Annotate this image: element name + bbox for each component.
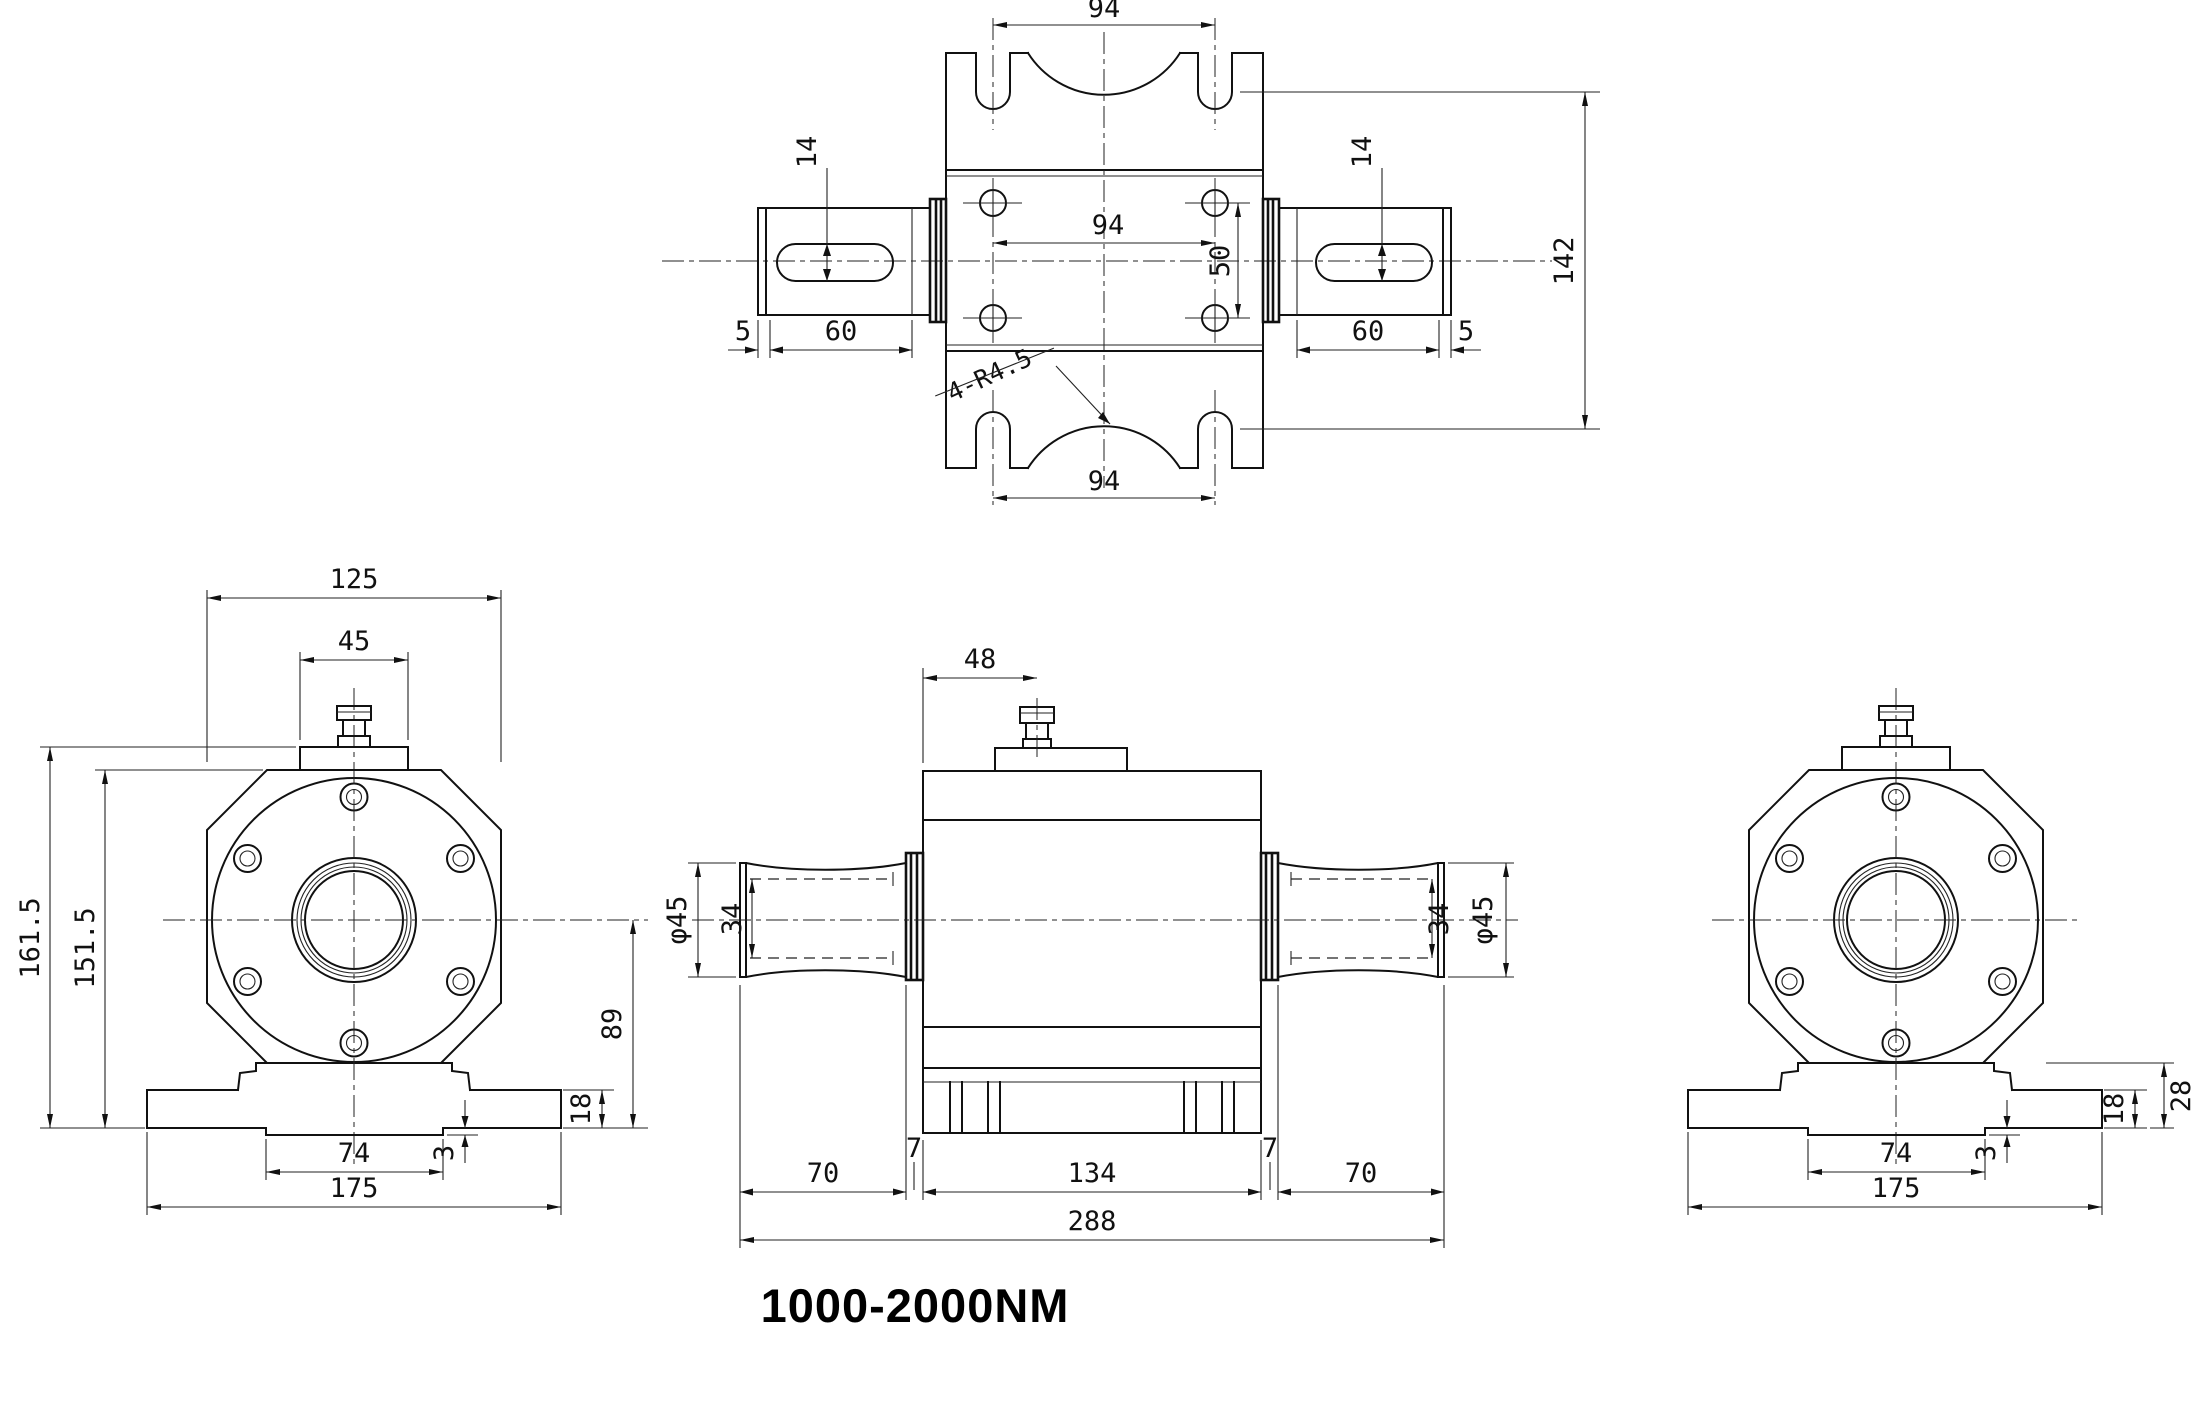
- top-view: 94 94 50 142 14 14 5 60: [662, 0, 1600, 505]
- connector-left-view: [299, 705, 409, 771]
- dim-base-width-left: 175: [330, 1173, 379, 1204]
- dim-base-width-right: 175: [1872, 1173, 1921, 1204]
- dim-height-body: 151.5: [70, 907, 101, 988]
- dim-pad-width-right: 74: [1880, 1138, 1913, 1169]
- dim-base-thickness-left: 18: [566, 1093, 597, 1126]
- collar-right: [1261, 197, 1281, 324]
- dim-height-total: 161.5: [15, 897, 46, 978]
- dim-collar-left: 7: [906, 1133, 922, 1164]
- collar-left: [928, 197, 948, 324]
- radius-note: 4-R4.5: [935, 343, 1111, 425]
- dim-base-thickness-right: 18: [2099, 1093, 2130, 1126]
- dim-total-length: 288: [1068, 1206, 1117, 1237]
- right-shaft-top: [1261, 197, 1452, 324]
- dim-body-length: 134: [1068, 1158, 1117, 1189]
- keyway-left: [776, 243, 894, 282]
- left-side-view: 125 45 161.5 151.5 89 18 74 3: [15, 564, 648, 1215]
- base-plate-right: [1687, 1089, 2103, 1129]
- dim-key-width-right: 14: [1347, 136, 1378, 169]
- dim-shaft-len-right: 70: [1345, 1158, 1378, 1189]
- dim-key-depth-left: 34: [717, 903, 748, 936]
- front-view: 48 φ45 34 34 φ45 70 7 134: [662, 644, 1518, 1248]
- base-pad: [265, 1127, 444, 1136]
- left-shaft-front: [739, 861, 908, 979]
- bolt-holes-right: [1775, 782, 2017, 1058]
- dim-pad-depth-left: 3: [429, 1145, 460, 1161]
- dim-shaft-dia-right: φ45: [1468, 896, 1499, 945]
- dim-key-depth-right: 34: [1424, 903, 1455, 936]
- dim-collar-right: 7: [1262, 1133, 1278, 1164]
- dim-slot-spacing-bottom: 94: [1088, 466, 1121, 497]
- dim-key-length-left: 60: [825, 316, 858, 347]
- keyway-right: [1315, 243, 1433, 282]
- dim-hole-spacing-h: 94: [1092, 210, 1125, 241]
- right-side-view: 18 28 74 3 175: [1687, 688, 2197, 1215]
- dim-pad-width-left: 74: [338, 1138, 371, 1169]
- collar-right-front: [1259, 851, 1280, 982]
- dim-body-depth: 142: [1549, 237, 1580, 286]
- dim-body-width: 125: [330, 564, 379, 595]
- dim-slot-spacing-top: 94: [1088, 0, 1121, 24]
- base-pad-right: [1807, 1127, 1986, 1136]
- connector-front-view: [994, 698, 1128, 772]
- dim-foot-height: 28: [2166, 1080, 2197, 1113]
- connector-right-view: [1841, 705, 1951, 771]
- dim-end-step-right: 5: [1458, 316, 1474, 347]
- base-plate: [146, 1089, 562, 1129]
- foot-slots: [949, 1081, 1235, 1134]
- dim-connector-offset: 48: [964, 644, 997, 675]
- dim-key-width-left: 14: [792, 136, 823, 169]
- dim-center-height: 89: [597, 1008, 628, 1041]
- dim-shaft-dia-left: φ45: [662, 896, 693, 945]
- left-shaft-top: [757, 197, 948, 324]
- svg-text:4-R4.5: 4-R4.5: [942, 343, 1036, 407]
- dim-key-length-right: 60: [1352, 316, 1385, 347]
- dim-end-step-left: 5: [735, 316, 751, 347]
- dim-hole-spacing-v: 50: [1205, 245, 1236, 278]
- drawing-title: 1000-2000NM: [761, 1279, 1070, 1332]
- collar-left-front: [904, 851, 925, 982]
- dim-pad-depth-right: 3: [1971, 1145, 2002, 1161]
- dim-connector-width: 45: [338, 626, 371, 657]
- dim-shaft-len-left: 70: [807, 1158, 840, 1189]
